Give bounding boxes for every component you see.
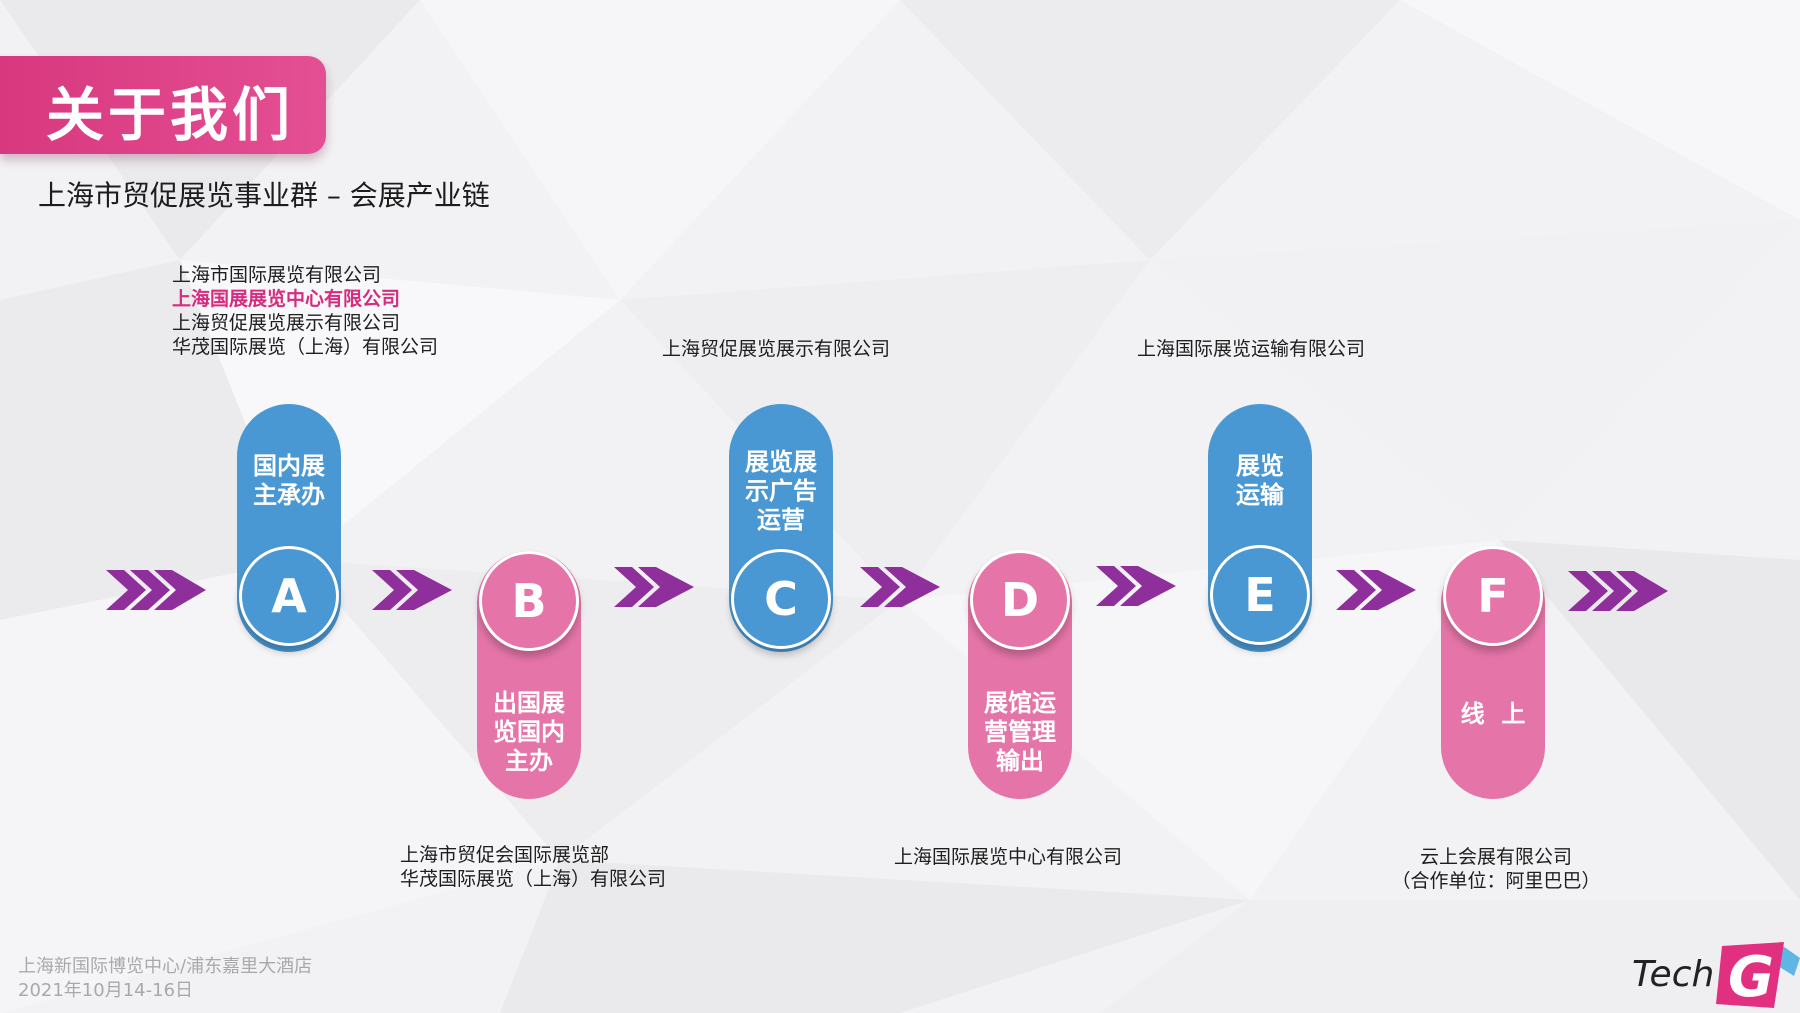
node-b-circle: B: [479, 551, 579, 651]
logo-text: Tech: [1632, 954, 1715, 995]
node-e-label: 展览 运输: [1236, 452, 1284, 509]
company-c-1: 上海贸促展览展示有限公司: [662, 338, 891, 360]
logo-g-mark-icon: G: [1716, 942, 1800, 1010]
title-banner: 关于我们: [0, 56, 326, 154]
company-a-1: 上海市国际展览有限公司: [172, 264, 382, 286]
company-a-4: 华茂国际展览（上海）有限公司: [172, 336, 439, 358]
company-f-2: （合作单位：阿里巴巴）: [1391, 870, 1601, 892]
footer-event-info: 上海新国际博览中心/浦东嘉里大酒店 2021年10月14-16日: [18, 955, 312, 1003]
companies-d: 上海国际展览中心有限公司: [894, 845, 1122, 869]
node-b-label: 出国展 览国内 主办: [493, 689, 565, 775]
chevron-arrow-4: [860, 567, 940, 607]
company-a-3: 上海贸促展览展示有限公司: [172, 312, 401, 334]
company-b-1: 上海市贸促会国际展览部: [400, 844, 610, 866]
node-f-circle: F: [1443, 546, 1543, 646]
footer-date: 2021年10月14-16日: [18, 980, 194, 1001]
node-a-circle: A: [239, 546, 339, 646]
node-a-label: 国内展 主承办: [253, 452, 325, 509]
companies-b: 上海市贸促会国际展览部 华茂国际展览（上海）有限公司: [400, 843, 666, 891]
page-subtitle: 上海市贸促展览事业群 – 会展产业链: [38, 179, 490, 212]
company-d-1: 上海国际展览中心有限公司: [894, 846, 1123, 868]
company-e-1: 上海国际展览运输有限公司: [1137, 338, 1366, 360]
company-a-2-highlight: 上海国展展览中心有限公司: [172, 288, 401, 310]
company-b-2: 华茂国际展览（上海）有限公司: [400, 868, 667, 890]
logo-letter: G: [1728, 945, 1774, 1010]
companies-f: 云上会展有限公司 （合作单位：阿里巴巴）: [1386, 845, 1606, 893]
techg-logo: Tech G: [1632, 936, 1800, 1013]
chevron-arrow-2: [372, 570, 452, 610]
node-c-label: 展览展 示广告 运营: [745, 448, 817, 534]
page-title: 关于我们: [46, 81, 295, 149]
node-e-circle: E: [1210, 545, 1310, 645]
node-c-circle: C: [731, 549, 831, 649]
node-d-label: 展馆运 营管理 输出: [984, 689, 1056, 775]
node-f-label: 线 上: [1460, 700, 1526, 728]
companies-a: 上海市国际展览有限公司 上海国展展览中心有限公司 上海贸促展览展示有限公司 华茂…: [172, 263, 438, 359]
footer-venue: 上海新国际博览中心/浦东嘉里大酒店: [18, 956, 313, 977]
chevron-arrow-1: [106, 570, 206, 610]
chevron-arrow-7: [1568, 571, 1668, 611]
companies-e: 上海国际展览运输有限公司: [1137, 337, 1365, 361]
companies-c: 上海贸促展览展示有限公司: [662, 337, 890, 361]
chevron-arrow-5: [1096, 566, 1176, 606]
chevron-arrow-3: [614, 567, 694, 607]
company-f-1: 云上会展有限公司: [1419, 846, 1572, 868]
node-d-circle: D: [970, 550, 1070, 650]
chevron-arrow-6: [1336, 570, 1416, 610]
